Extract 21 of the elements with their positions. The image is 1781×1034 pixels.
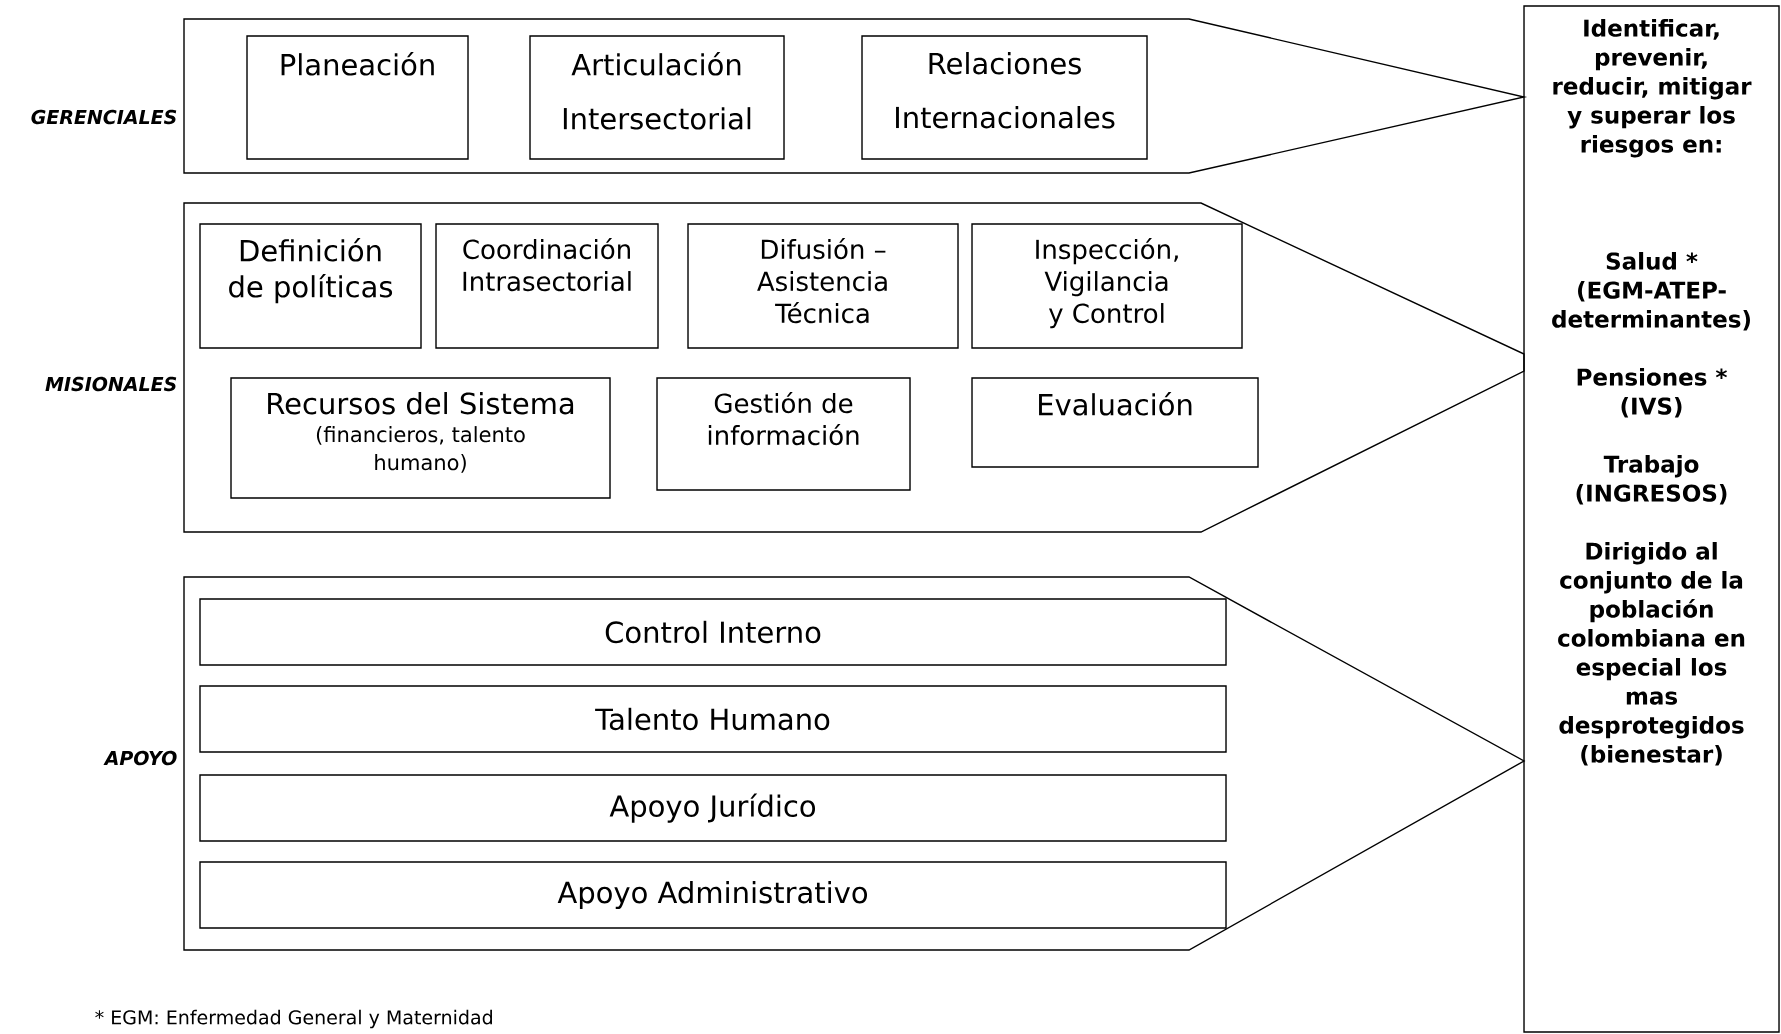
section-label: APOYO: [103, 750, 177, 766]
process-box: Inspección, Vigilancia y Control: [971, 223, 1243, 349]
section-label: MISIONALES: [45, 376, 177, 392]
section-label: GERENCIALES: [31, 109, 177, 125]
process-box: Apoyo Jurídico: [199, 774, 1227, 842]
process-box: Evaluación: [971, 377, 1259, 468]
process-box: Coordinación Intrasectorial: [435, 223, 659, 349]
band-arrow: [183, 576, 1526, 951]
process-box: Talento Humano: [199, 685, 1227, 753]
footnote: * EGM: Enfermedad General y Maternidad: [95, 1009, 492, 1029]
process-box: Control Interno: [199, 598, 1227, 666]
goal-box: Identificar, prevenir, reducir, mitigar y superar los riesgos en: Salud * (EGM-ATEP-determinantes) Pensiones * (IVS) Trabajo (INGRESOS) Dirigido al conjunto de la población colombiana en especial los mas desprotegidos (bienestar): [1523, 5, 1780, 1033]
process-box: Planeación: [246, 35, 469, 160]
band-arrow: [183, 202, 1525, 533]
process-box: Relaciones Internacionales: [861, 35, 1148, 160]
process-box: Definición de políticas: [199, 223, 422, 349]
process-box: Articulación Intersectorial: [529, 35, 785, 160]
process-box: Recursos del Sistema (financieros, talento humano): [230, 377, 611, 499]
process-box: Apoyo Administrativo: [199, 861, 1227, 929]
process-box: Difusión – Asistencia Técnica: [687, 223, 959, 349]
process-box: Gestión de información: [656, 377, 911, 491]
